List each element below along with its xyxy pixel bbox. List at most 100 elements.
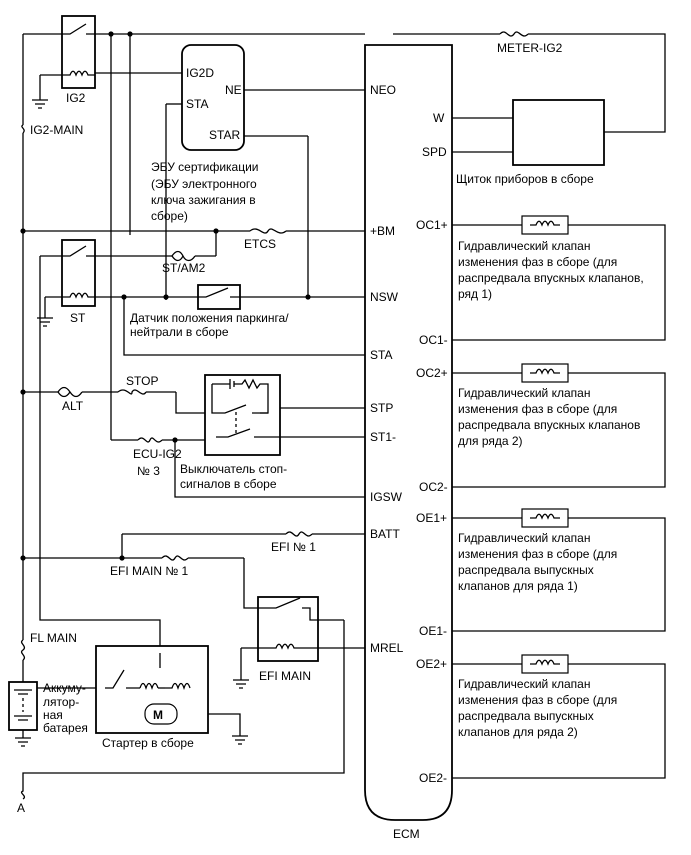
combination-meter: W SPD Щиток приборов в сборе — [422, 99, 605, 186]
valve-1-caption-3: распредвала впускных клапанов, — [458, 271, 644, 285]
ecm: ECM NEO +BM NSW STA STP ST1- IGSW BATT M… — [364, 44, 453, 841]
label-alt: ALT — [62, 399, 84, 413]
switch-icon — [105, 653, 161, 689]
fuses — [20, 31, 529, 661]
label-meter-ig2: METER-IG2 — [497, 41, 563, 55]
stop-switch: Выключатель стоп- сигналов в сборе — [180, 374, 287, 491]
ecm-pin-oe2-plus: OE2+ — [416, 657, 447, 671]
ground-icon — [15, 737, 31, 747]
fuse-fl-main-icon — [20, 639, 26, 661]
stop-switch-caption-2: сигналов в сборе — [180, 477, 277, 491]
valve-3-caption-2: изменения фаз в сборе (для — [458, 547, 617, 561]
cert-ecu-caption-3: ключа зажигания в — [151, 193, 256, 207]
cert-ecu-caption-4: сборе) — [151, 209, 188, 223]
motor-icon — [144, 703, 178, 725]
valve-2-caption-4: для ряда 2) — [458, 434, 523, 448]
switch-icon — [62, 245, 95, 257]
switch-icon — [62, 23, 95, 35]
ecm-pin-igsw: IGSW — [370, 490, 403, 504]
valve-1-caption-2: изменения фаз в сборе (для — [458, 255, 617, 269]
fuse-alt-icon — [57, 386, 83, 398]
label-efi-no1: EFI № 1 — [271, 540, 316, 554]
ecm-pin-oc2-minus: OC2- — [419, 480, 448, 494]
meter-caption: Щиток приборов в сборе — [456, 172, 594, 186]
grounds — [15, 99, 249, 800]
valve-4-caption-4: клапанов для ряда 2) — [458, 725, 578, 739]
valve-4-caption-1: Гидравлический клапан — [458, 677, 590, 691]
pn-sensor-caption-2: нейтрали в сборе — [130, 325, 229, 339]
battery-icon — [14, 689, 32, 721]
ecm-pin-oc2-plus: OC2+ — [416, 366, 448, 380]
label-ig2: IG2 — [66, 91, 86, 105]
ecm-pin-sta: STA — [370, 348, 392, 362]
cert-ecu-caption-2: (ЭБУ электронного — [151, 177, 257, 191]
ecm-pin-stp: STP — [370, 401, 393, 415]
label-ecu-ig2: ECU-IG2 — [133, 447, 182, 461]
switch-icon — [216, 428, 280, 438]
coil-icon — [258, 643, 318, 650]
ecm-pin-st1: ST1- — [370, 430, 396, 444]
ground-icon — [232, 735, 248, 745]
valve-2-caption-1: Гидравлический клапан — [458, 386, 590, 400]
ground-icon — [32, 99, 48, 109]
valve-intake-bank2: Гидравлический клапан изменения фаз в сб… — [458, 363, 640, 448]
cert-ecu-caption-1: ЭБУ сертификации — [151, 160, 259, 174]
fuse-efi-no1-icon — [285, 531, 313, 537]
label-ground-a: A — [17, 801, 25, 815]
ground-icon — [37, 317, 53, 327]
valve-exhaust-bank2: Гидравлический клапан изменения фаз в сб… — [458, 654, 617, 739]
pin-ig2d: IG2D — [186, 66, 214, 80]
pin-ne: NE — [225, 83, 242, 97]
valve-1-caption-4: ряд 1) — [458, 287, 492, 301]
relay-st: ST — [61, 239, 96, 325]
valve-exhaust-bank1: Гидравлический клапан изменения фаз в сб… — [458, 508, 617, 593]
label-fl-main: FL MAIN — [30, 631, 77, 645]
valve-2-caption-2: изменения фаз в сборе (для — [458, 402, 617, 416]
label-ecu-ig2-no: № 3 — [137, 464, 160, 478]
fuse-etcs-icon — [249, 228, 287, 234]
ecm-pin-bm: +BM — [370, 224, 395, 238]
ecm-pin-neo: NEO — [370, 83, 396, 97]
ground-icon — [233, 679, 249, 689]
fuse-efi-main-no1-icon — [161, 555, 189, 561]
meter-pin-spd: SPD — [422, 145, 447, 159]
fuse-meter-ig2-icon — [499, 31, 529, 37]
ground-a-icon — [20, 785, 26, 800]
battery-caption-2: лятор- — [43, 695, 79, 709]
starter-motor-label: M — [153, 708, 163, 722]
label-st-am2: ST/AM2 — [162, 261, 206, 275]
coil-icon — [62, 70, 95, 77]
ecm-pin-oc1-minus: OC1- — [419, 333, 448, 347]
cert-ecu: IG2D NE STA STAR ЭБУ сертификации (ЭБУ э… — [151, 44, 259, 223]
pin-sta: STA — [186, 97, 208, 111]
valve-1-caption-1: Гидравлический клапан — [458, 239, 590, 253]
fuse-ecu-ig2-icon — [137, 437, 163, 443]
pin-star: STAR — [209, 128, 240, 142]
ecm-pin-oe1-plus: OE1+ — [416, 511, 447, 525]
switch-icon — [198, 287, 240, 298]
relay-efi-main: EFI MAIN — [257, 596, 319, 683]
fuse-st-am2-icon — [171, 250, 196, 262]
valve-3-caption-3: распредвала выпускных — [458, 563, 594, 577]
meter-pin-w: W — [433, 111, 445, 125]
coil-icon — [530, 220, 560, 227]
ecm-pin-oc1-plus: OC1+ — [416, 218, 448, 232]
fuse-stop-icon — [117, 389, 147, 395]
switch-icon — [211, 384, 268, 414]
valve-3-caption-1: Гидравлический клапан — [458, 531, 590, 545]
relay-ig2: IG2 — [61, 15, 96, 105]
label-stop: STOP — [126, 374, 158, 388]
starter-caption: Стартер в сборе — [102, 736, 194, 750]
valve-4-caption-3: распредвала выпускных — [458, 709, 594, 723]
coil-icon — [530, 659, 560, 666]
valve-3-caption-4: клапанов для ряда 1) — [458, 579, 578, 593]
ecm-pin-mrel: MREL — [370, 641, 404, 655]
valve-4-caption-2: изменения фаз в сборе (для — [458, 693, 617, 707]
valve-intake-bank1: Гидравлический клапан изменения фаз в сб… — [458, 215, 644, 301]
ecm-name: ECM — [393, 827, 420, 841]
label-efi-main-no1: EFI MAIN № 1 — [110, 564, 189, 578]
ecm-pin-nsw: NSW — [370, 290, 399, 304]
battery-caption-1: Аккуму- — [43, 681, 86, 695]
valve-2-caption-3: распредвала впускных клапанов — [458, 418, 640, 432]
